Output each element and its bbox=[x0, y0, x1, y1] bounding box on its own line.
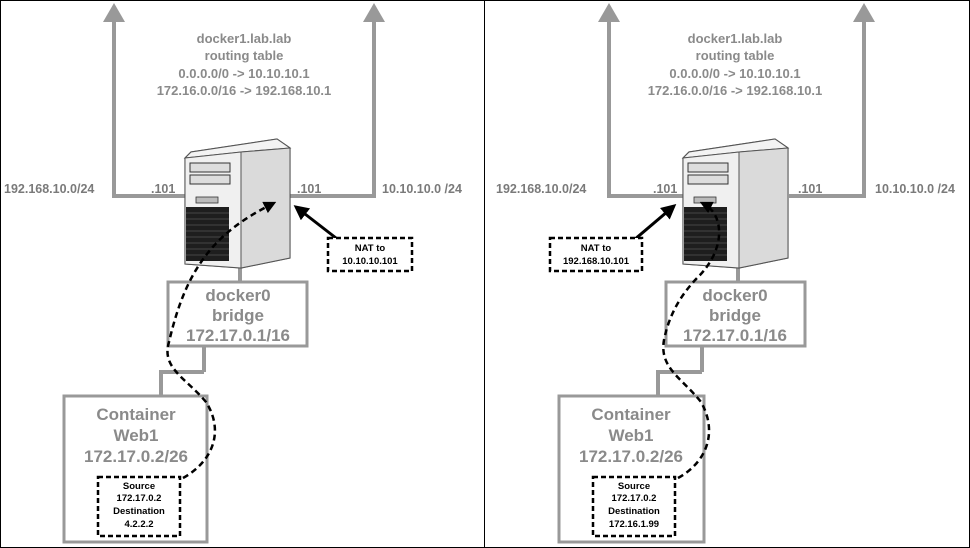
packet-source-label: Source bbox=[618, 481, 650, 492]
left-interface-ip: .101 bbox=[653, 182, 677, 196]
nat-line-2: 192.168.10.101 bbox=[563, 256, 630, 267]
packet-path bbox=[662, 201, 721, 480]
container-label: Container bbox=[96, 405, 176, 424]
bridge-ip: 172.17.0.1/16 bbox=[186, 326, 290, 345]
bridge-box: docker0 bridge 172.17.0.1/16 bbox=[166, 280, 309, 348]
bridge-ip: 172.17.0.1/16 bbox=[683, 326, 787, 345]
network-lines bbox=[607, 18, 866, 396]
server-tower-icon bbox=[183, 138, 292, 269]
right-network-label: 10.10.10.0 /24 bbox=[382, 182, 462, 196]
right-network-label: 10.10.10.0 /24 bbox=[875, 182, 955, 196]
routing-table: docker1.lab.lab routing table 0.0.0.0/0 … bbox=[648, 31, 823, 98]
up-arrow-icon bbox=[598, 3, 875, 22]
routing-route-1: 0.0.0.0/0 -> 10.10.10.1 bbox=[669, 66, 800, 81]
nat-line-1: NAT to bbox=[581, 243, 612, 254]
left-interface-ip: .101 bbox=[151, 182, 175, 196]
nat-arrow bbox=[293, 205, 337, 240]
packet-box: Source 172.17.0.2 Destination 172.16.1.9… bbox=[591, 475, 677, 538]
left-network-label: 192.168.10.0/24 bbox=[4, 182, 94, 196]
container-name: Web1 bbox=[608, 426, 653, 445]
bridge-type: bridge bbox=[212, 306, 264, 325]
container-ip: 172.17.0.2/26 bbox=[84, 447, 188, 466]
server-tower-icon bbox=[681, 138, 790, 269]
nat-line-1: NAT to bbox=[355, 243, 386, 254]
nat-arrow bbox=[633, 204, 677, 242]
packet-destination-label: Destination bbox=[113, 506, 165, 517]
bridge-name: docker0 bbox=[702, 286, 767, 305]
bridge-type: bridge bbox=[709, 306, 761, 325]
routing-route-2: 172.16.0.0/16 -> 192.168.10.1 bbox=[157, 83, 332, 98]
container-ip: 172.17.0.2/26 bbox=[579, 447, 683, 466]
routing-title: routing table bbox=[696, 48, 775, 63]
container-label: Container bbox=[591, 405, 671, 424]
routing-table: docker1.lab.lab routing table 0.0.0.0/0 … bbox=[157, 31, 332, 98]
routing-host: docker1.lab.lab bbox=[197, 31, 292, 46]
left-network-label: 192.168.10.0/24 bbox=[496, 182, 586, 196]
up-arrow-icon bbox=[103, 3, 385, 22]
packet-destination: 172.16.1.99 bbox=[609, 519, 659, 530]
routing-route-2: 172.16.0.0/16 -> 192.168.10.1 bbox=[648, 83, 823, 98]
network-lines bbox=[112, 18, 376, 396]
nat-line-2: 10.10.10.101 bbox=[342, 256, 398, 267]
left-panel: docker1.lab.lab routing table 0.0.0.0/0 … bbox=[4, 3, 462, 544]
routing-host: docker1.lab.lab bbox=[688, 31, 783, 46]
nat-note: NAT to 192.168.10.101 bbox=[548, 236, 644, 273]
bridge-name: docker0 bbox=[205, 286, 270, 305]
packet-destination: 4.2.2.2 bbox=[124, 519, 153, 530]
packet-destination-label: Destination bbox=[608, 506, 660, 517]
bridge-box: docker0 bridge 172.17.0.1/16 bbox=[664, 280, 807, 348]
packet-source: 172.17.0.2 bbox=[612, 493, 657, 504]
right-panel: docker1.lab.lab routing table 0.0.0.0/0 … bbox=[496, 3, 955, 544]
right-interface-ip: .101 bbox=[297, 182, 321, 196]
routing-route-1: 0.0.0.0/0 -> 10.10.10.1 bbox=[178, 66, 309, 81]
right-interface-ip: .101 bbox=[798, 182, 822, 196]
nat-note: NAT to 10.10.10.101 bbox=[326, 236, 414, 273]
packet-source-label: Source bbox=[123, 481, 155, 492]
packet-path bbox=[166, 201, 277, 480]
packet-source: 172.17.0.2 bbox=[117, 493, 162, 504]
container-name: Web1 bbox=[113, 426, 158, 445]
routing-title: routing table bbox=[205, 48, 284, 63]
packet-box: Source 172.17.0.2 Destination 4.2.2.2 bbox=[96, 475, 182, 538]
